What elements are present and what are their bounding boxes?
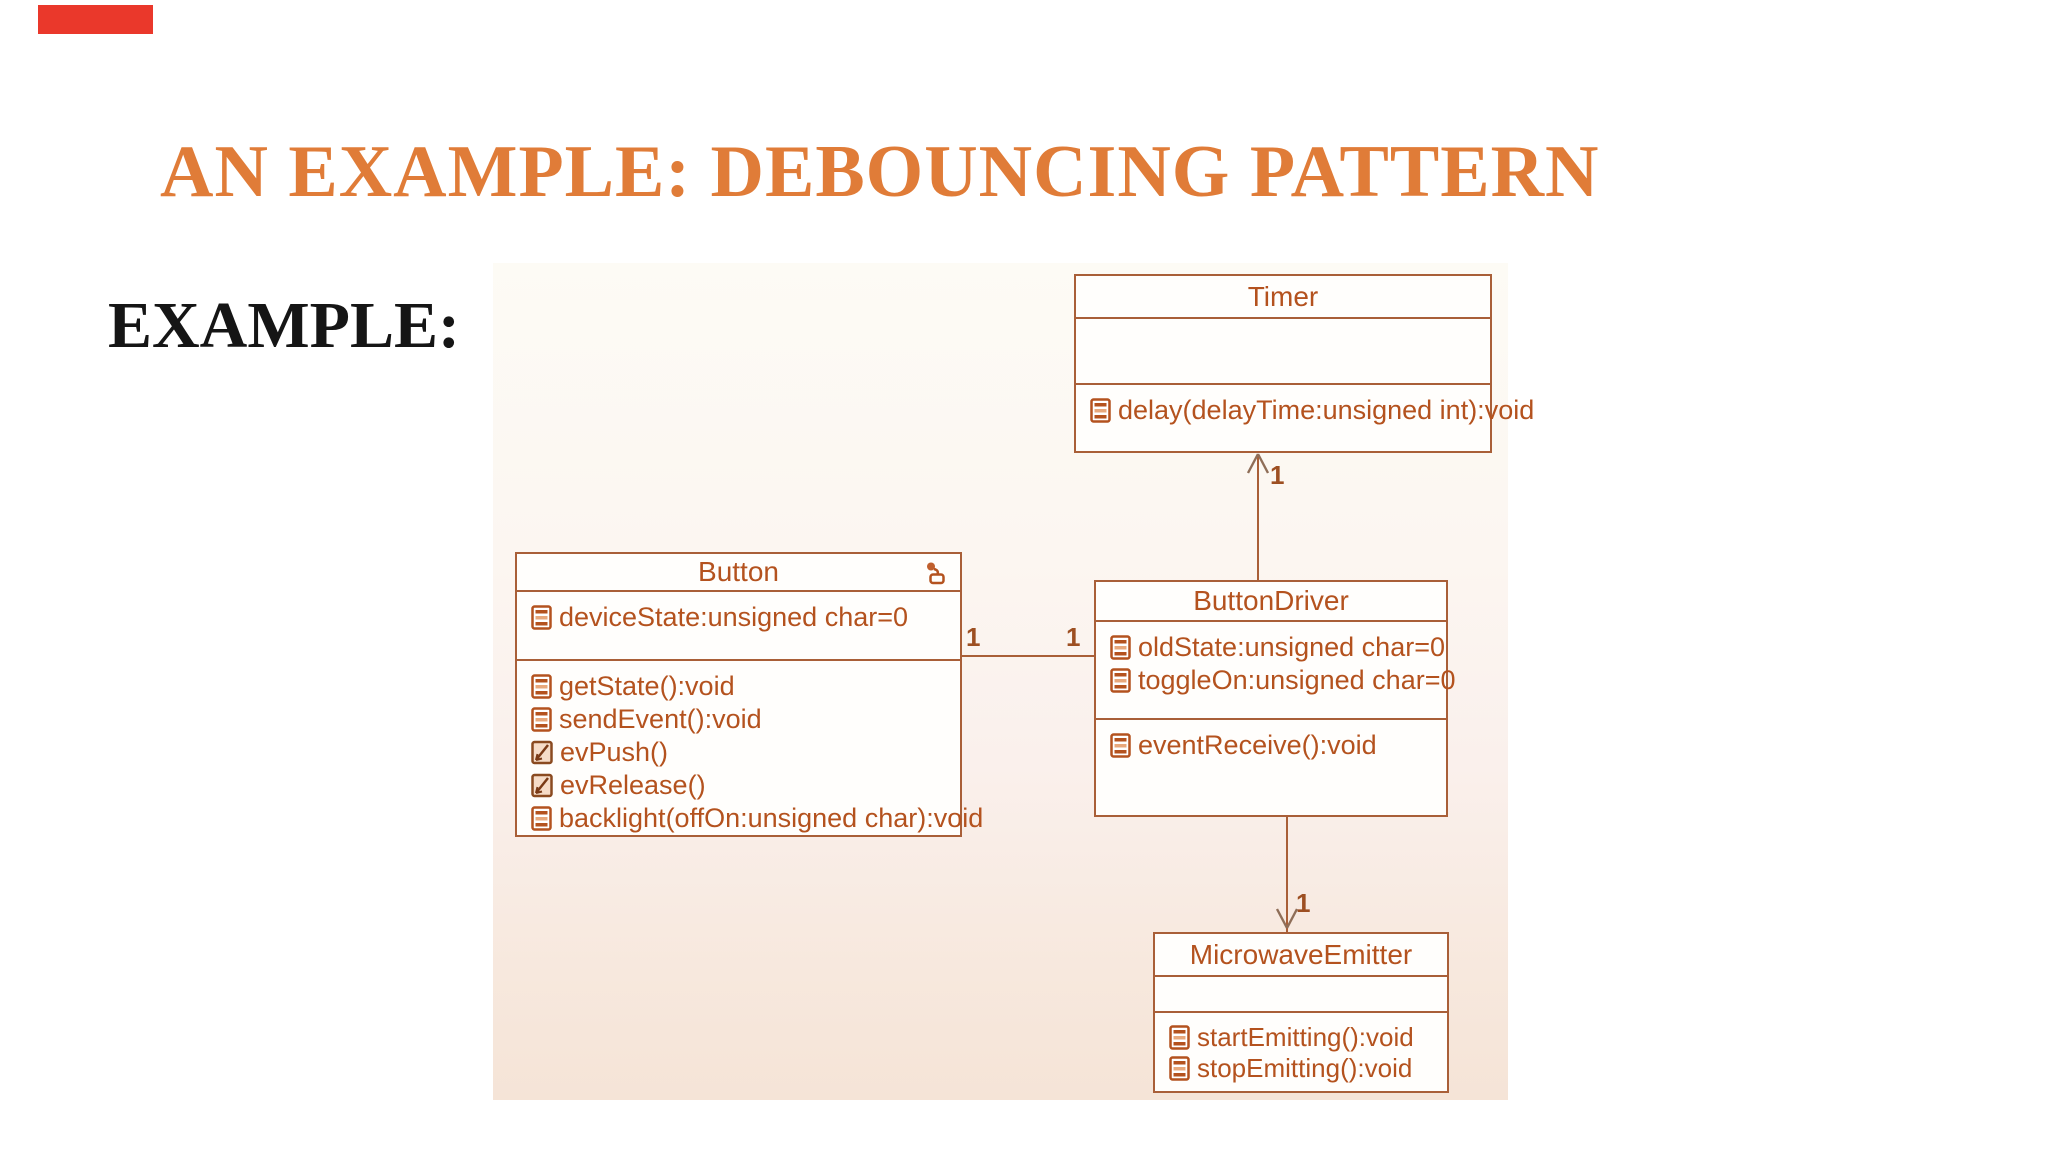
attributes-compartment — [1076, 319, 1490, 385]
operation-row: startEmitting():void — [1155, 1022, 1447, 1053]
operation-row: evPush() — [517, 736, 960, 769]
open-arrowhead-down-icon — [1275, 908, 1299, 929]
multiplicity-label: 1 — [966, 622, 981, 652]
event-icon — [531, 740, 553, 765]
operation-row: stopEmitting():void — [1155, 1053, 1447, 1084]
method-icon — [1169, 1025, 1190, 1050]
class-box-buttondriver: ButtonDriver oldState:unsigned char=0 to… — [1094, 580, 1456, 817]
multiplicity-label: 1 — [1066, 622, 1081, 652]
method-icon — [531, 674, 552, 699]
method-icon — [1090, 398, 1111, 423]
attribute-label: oldState:unsigned char=0 — [1138, 632, 1445, 662]
attribute-label: toggleOn:unsigned char=0 — [1138, 665, 1456, 695]
operation-row: backlight(offOn:unsigned char):void — [517, 802, 983, 835]
attributes-compartment — [1155, 977, 1447, 1013]
operation-label: evRelease() — [560, 770, 706, 800]
operations-compartment: startEmitting():void stopEmitting():void — [1155, 1013, 1447, 1091]
accent-bar — [38, 5, 153, 34]
class-name-label: Button — [698, 556, 779, 588]
attribute-icon — [531, 605, 552, 631]
slide-title: AN EXAMPLE: DEBOUNCING PATTERN — [160, 131, 1600, 213]
operation-row: delay(delayTime:unsigned int):void — [1076, 394, 1534, 427]
attributes-compartment: deviceState:unsigned char=0 — [517, 592, 960, 661]
method-icon — [531, 707, 552, 732]
association-line-buttondriver-timer — [1257, 455, 1259, 581]
operation-label: eventReceive():void — [1138, 730, 1377, 760]
attribute-label: deviceState:unsigned char=0 — [559, 602, 908, 633]
attribute-row: toggleOn:unsigned char=0 — [1096, 664, 1456, 697]
operation-row: eventReceive():void — [1096, 729, 1446, 762]
class-box-microwaveemitter: MicrowaveEmitter startEmitting():void st… — [1153, 932, 1449, 1093]
operation-label: sendEvent():void — [559, 704, 762, 734]
multiplicity-label: 1 — [1270, 460, 1285, 490]
operation-label: startEmitting():void — [1197, 1022, 1414, 1052]
operations-compartment: delay(delayTime:unsigned int):void — [1076, 385, 1534, 451]
class-box-button: Button deviceState:unsigned char=0 getSt… — [515, 552, 983, 837]
event-icon — [531, 773, 553, 798]
operation-row: sendEvent():void — [517, 703, 960, 736]
operation-label: delay(delayTime:unsigned int):void — [1118, 395, 1535, 425]
active-object-icon — [927, 562, 945, 585]
operations-compartment: eventReceive():void — [1096, 720, 1446, 815]
operation-row: evRelease() — [517, 769, 960, 802]
operation-label: stopEmitting():void — [1197, 1053, 1413, 1083]
attribute-icon — [1110, 668, 1131, 693]
class-name: ButtonDriver — [1096, 582, 1446, 622]
attribute-row: deviceState:unsigned char=0 — [517, 601, 960, 634]
method-icon — [531, 806, 552, 831]
example-label: EXAMPLE: — [108, 289, 460, 362]
method-icon — [1169, 1056, 1190, 1081]
multiplicity-label: 1 — [1296, 888, 1311, 918]
operation-label: backlight(offOn:unsigned char):void — [559, 803, 984, 833]
operation-label: evPush() — [560, 737, 669, 767]
operations-compartment: getState():void sendEvent():void evPush(… — [517, 661, 983, 835]
class-name: Button — [517, 554, 960, 593]
attributes-compartment: oldState:unsigned char=0 toggleOn:unsign… — [1096, 622, 1456, 720]
method-icon — [1110, 733, 1131, 758]
class-name: MicrowaveEmitter — [1155, 934, 1447, 977]
association-line-button-buttondriver — [962, 655, 1094, 657]
operation-label: getState():void — [559, 671, 735, 701]
class-name: Timer — [1076, 276, 1490, 319]
open-arrowhead-up-icon — [1246, 453, 1270, 474]
class-box-timer: Timer delay(delayTime:unsigned int):void — [1074, 274, 1534, 453]
operation-row: getState():void — [517, 670, 960, 703]
attribute-icon — [1110, 635, 1131, 660]
attribute-row: oldState:unsigned char=0 — [1096, 631, 1446, 664]
association-line-buttondriver-microwaveemitter — [1286, 817, 1288, 933]
